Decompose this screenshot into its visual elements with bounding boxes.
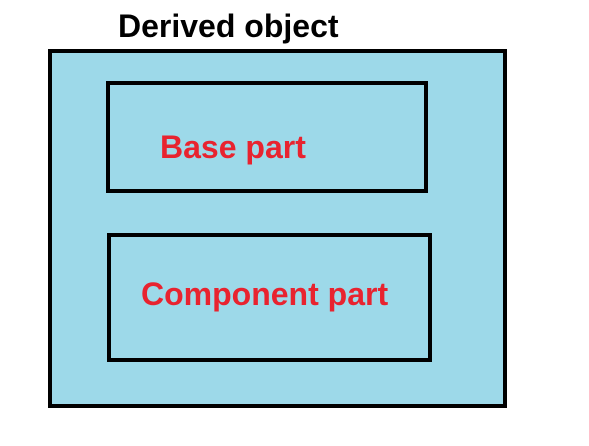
component-part-box [107,233,432,362]
derived-object-title: Derived object [118,8,339,44]
base-part-box [106,81,428,193]
component-part-label: Component part [141,276,389,312]
base-part-label: Base part [160,129,306,165]
